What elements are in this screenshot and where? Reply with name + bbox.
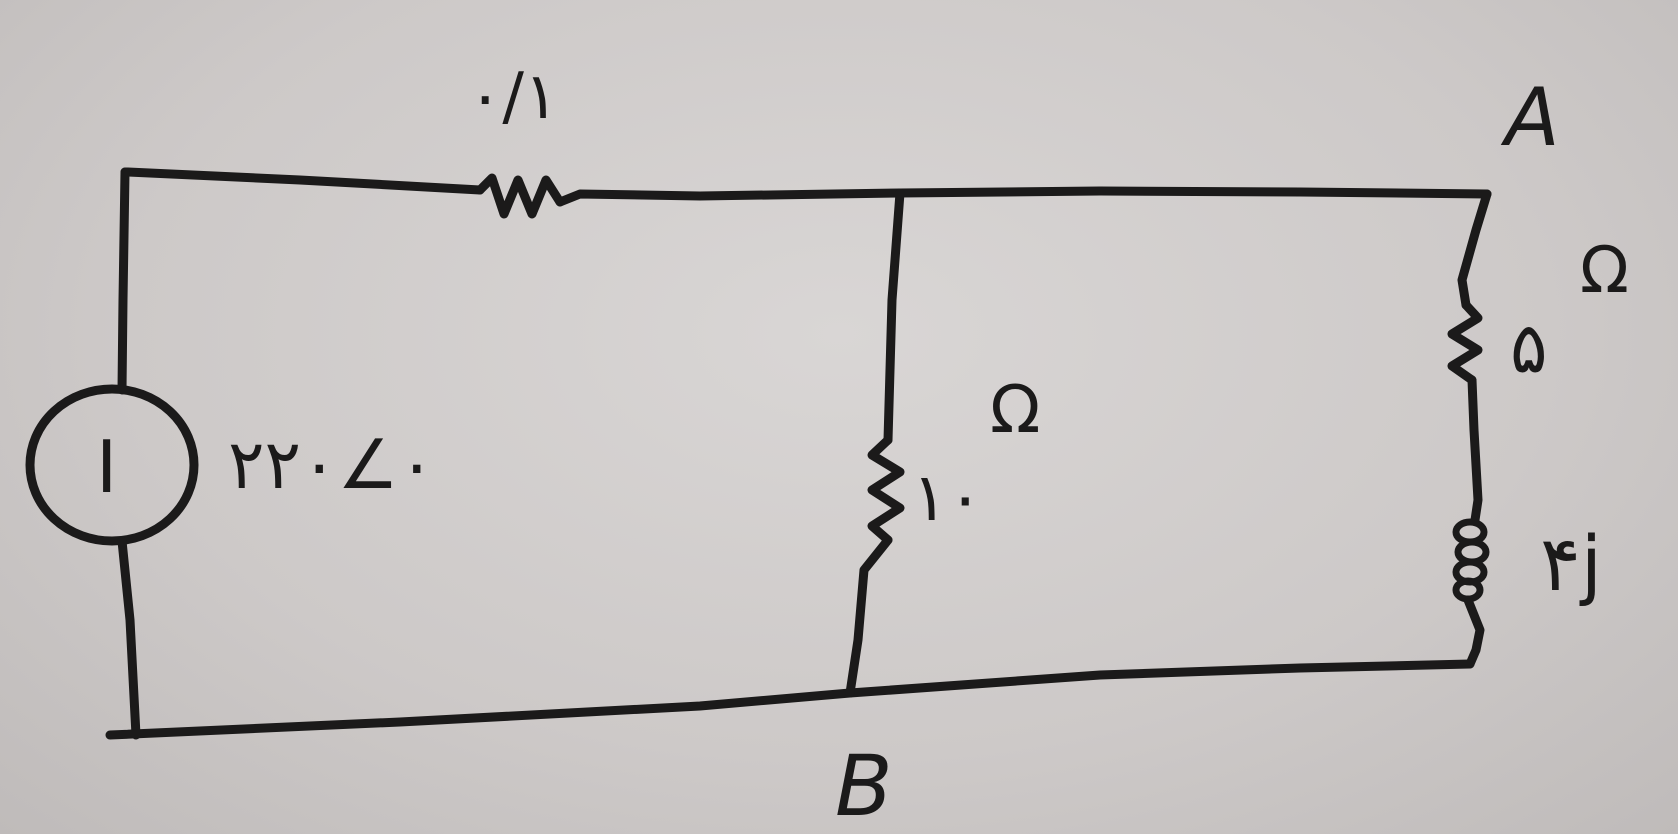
node-label-b: B: [835, 737, 893, 834]
node-label-a: A: [1500, 71, 1560, 164]
wire-right-upper: [1457, 189, 1492, 310]
resistor-middle-value: ۱۰: [912, 459, 983, 536]
wire-left-upper: [117, 167, 130, 395]
wire-middle-upper: [883, 188, 905, 445]
wire-middle-lower: [845, 535, 893, 698]
resistor-right-unit: Ω: [1580, 234, 1629, 308]
wire-right-middle: [1467, 375, 1483, 525]
wire-top-left: [120, 167, 485, 195]
resistor-right-symbol: [1447, 300, 1483, 385]
wire-right-lower: [1463, 595, 1485, 669]
resistor-right-value: ۵: [1510, 307, 1548, 389]
inductor-right-symbol: [1452, 518, 1490, 603]
inductor-right-value: ۴j: [1540, 519, 1602, 608]
source-symbol-label: I: [96, 425, 117, 509]
resistor-top-symbol: [475, 173, 565, 219]
wire-left-lower: [117, 536, 141, 740]
source-value-label: ۲۲۰∠۰: [228, 426, 435, 505]
resistor-middle-unit: Ω: [990, 371, 1040, 448]
resistor-top-value: ۰/۱: [468, 60, 558, 134]
wire-bottom-left: [105, 688, 855, 740]
wire-top-middle: [555, 188, 905, 207]
resistor-middle-symbol: [867, 435, 905, 545]
wire-top-right: [895, 186, 1492, 199]
current-source-symbol: [25, 384, 199, 546]
wire-bottom-right: [845, 659, 1475, 698]
